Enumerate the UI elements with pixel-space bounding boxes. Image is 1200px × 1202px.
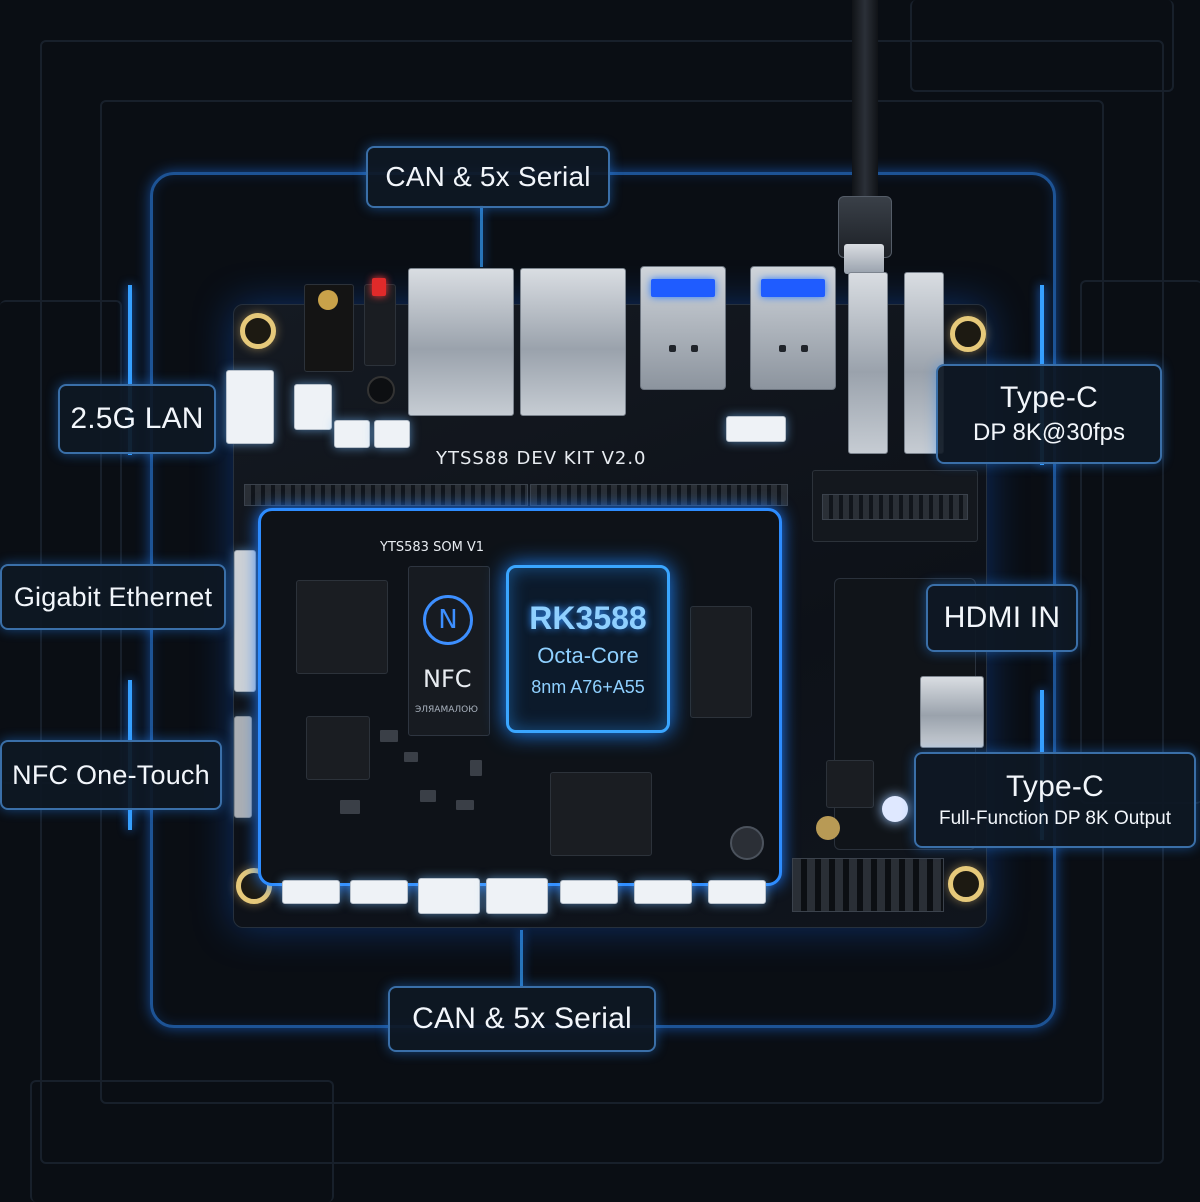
callout-nfc-one-touch: NFC One-Touch (0, 740, 222, 810)
serial-connector (282, 880, 340, 904)
callout-type-c-bottom: Type-C Full-Function DP 8K Output (914, 752, 1196, 848)
bg-trace (0, 300, 122, 784)
smd-component (404, 752, 418, 762)
mounting-hole (240, 313, 276, 349)
callout-label: Gigabit Ethernet (13, 581, 213, 612)
type-c-port (848, 272, 888, 454)
bg-trace (910, 0, 1174, 92)
screw-post (816, 816, 840, 840)
module-silkscreen: YTS583 SOM V1 (380, 540, 485, 555)
soc-cores: Octa-Core (537, 643, 639, 668)
callout-type-c-top: Type-C DP 8K@30fps (936, 364, 1162, 464)
glow-line (128, 285, 132, 455)
audio-jack-ring (318, 290, 338, 310)
btb-header (244, 484, 528, 506)
callout-label: HDMI IN (943, 601, 1061, 634)
callout-subtitle: Full-Function DP 8K Output (939, 808, 1171, 829)
callout-can-serial-bottom: CAN & 5x Serial (388, 986, 656, 1052)
callout-label: 2.5G LAN (70, 402, 204, 435)
smd-component (380, 730, 398, 742)
callout-subtitle: DP 8K@30fps (972, 419, 1125, 446)
callout-gigabit-ethernet: Gigabit Ethernet (0, 564, 226, 630)
rj45-port-gigabit (520, 268, 626, 416)
callout-can-serial-top: CAN & 5x Serial (366, 146, 610, 208)
edge-connector (234, 716, 252, 818)
phy-chip (306, 716, 370, 780)
buzzer (367, 376, 395, 404)
mounting-hole (948, 866, 984, 902)
small-connector (726, 416, 786, 442)
rj45-port-2g5 (408, 268, 514, 416)
nfc-sublabel: ЭЛЯАМАЛОЮ (415, 705, 478, 715)
serial-connector (486, 878, 548, 914)
sim-slot (920, 676, 984, 748)
reset-button-cap (372, 278, 386, 296)
callout-label: CAN & 5x Serial (385, 161, 591, 192)
nfc-module: N NFC ЭЛЯАМАЛОЮ (408, 566, 490, 736)
serial-connector (708, 880, 766, 904)
board-silkscreen-title: YTSS88 DEV KIT V2.0 (436, 448, 647, 469)
serial-connector (350, 880, 408, 904)
bg-trace (1080, 280, 1200, 804)
usb-contact (669, 345, 676, 352)
nfc-icon: N (423, 595, 473, 645)
type-c-plug-tip (844, 244, 884, 274)
emmc-chip (690, 606, 752, 718)
indicator-led (882, 796, 908, 822)
callout-2g5-lan: 2.5G LAN (58, 384, 216, 454)
smd-component (456, 800, 474, 810)
callout-title: Type-C (1000, 381, 1098, 414)
m2-pins (822, 494, 968, 520)
serial-connector (634, 880, 692, 904)
glow-line (520, 930, 523, 986)
gpio-header (792, 858, 944, 912)
nfc-label: NFC (423, 665, 472, 693)
callout-label: NFC One-Touch (12, 759, 210, 790)
bg-trace (30, 1080, 334, 1202)
soc-chip: RK3588 Octa-Core 8nm A76+A55 (506, 565, 670, 733)
callout-hdmi-in: HDMI IN (926, 584, 1078, 652)
usb-contact (779, 345, 786, 352)
screw-post (730, 826, 764, 860)
ram-chip (550, 772, 652, 856)
soc-process: 8nm A76+A55 (531, 677, 645, 697)
side-connector (226, 370, 274, 444)
usb3-tongue (651, 279, 715, 297)
serial-connector (560, 880, 618, 904)
serial-connector (418, 878, 480, 914)
smd-component (420, 790, 436, 802)
usb-cable (852, 0, 878, 200)
pmic-chip (296, 580, 388, 674)
fan-connector (374, 420, 410, 448)
soc-name: RK3588 (529, 600, 647, 636)
usb-contact (801, 345, 808, 352)
usb3-port (750, 266, 836, 390)
usb3-tongue (761, 279, 825, 297)
callout-title: Type-C (1006, 770, 1104, 803)
mounting-hole (950, 316, 986, 352)
btb-header (530, 484, 788, 506)
smd-component (470, 760, 482, 776)
usb-contact (691, 345, 698, 352)
callout-label: CAN & 5x Serial (412, 1002, 632, 1035)
glow-line (480, 205, 483, 267)
reset-button (364, 284, 396, 366)
edge-connector (234, 550, 256, 692)
smd-component (340, 800, 360, 814)
hdmi-chip (826, 760, 874, 808)
usb3-port (640, 266, 726, 390)
side-connector (294, 384, 332, 430)
fan-connector (334, 420, 370, 448)
